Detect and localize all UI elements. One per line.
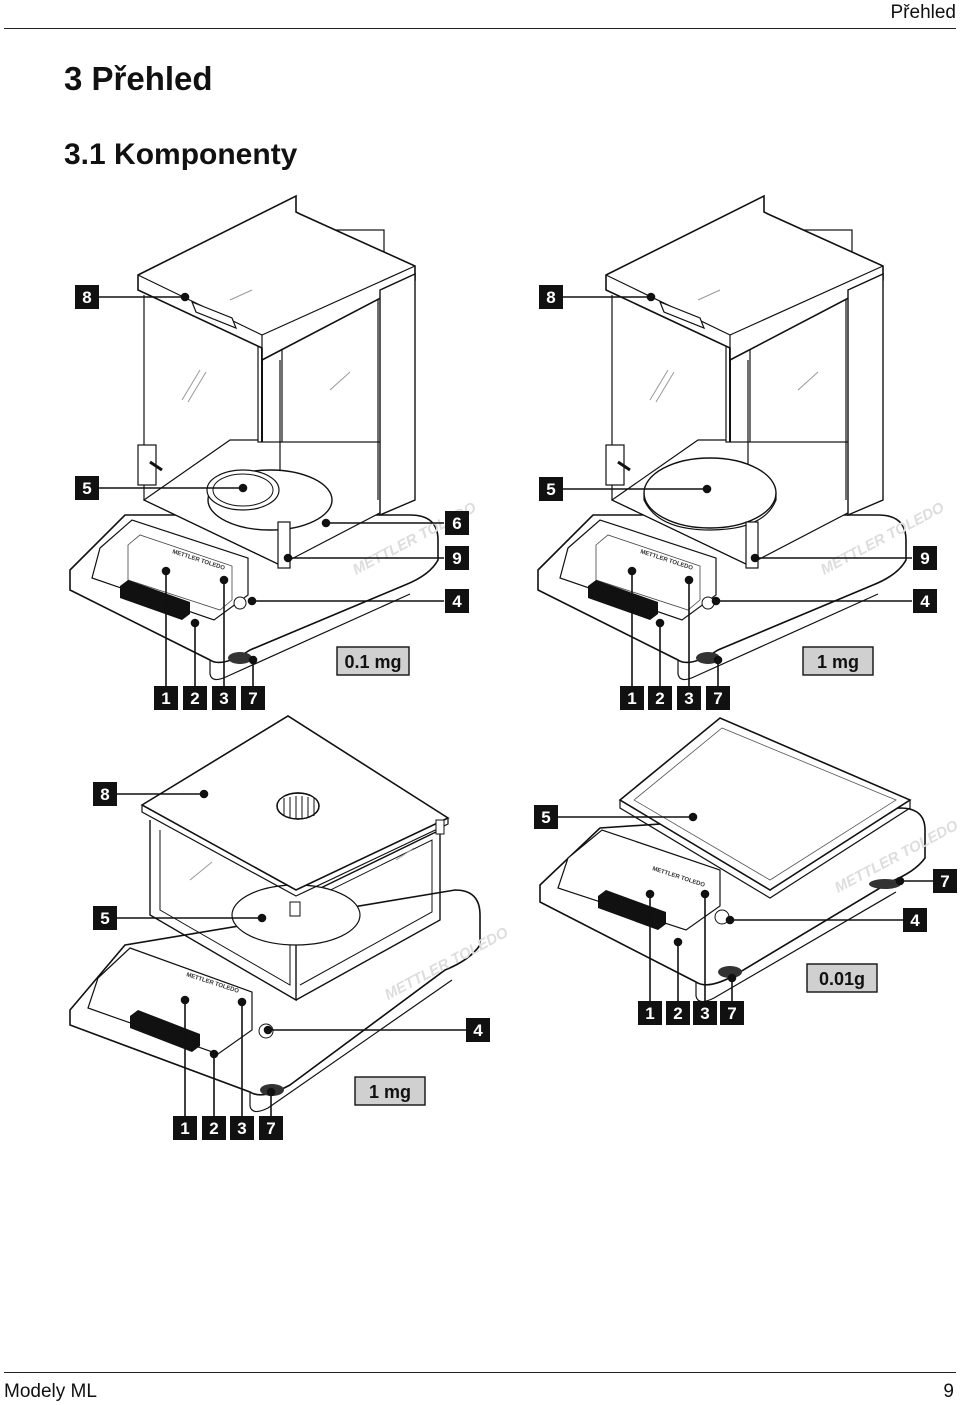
leader-lines: [98, 292, 933, 1116]
callout-2: 2: [648, 686, 672, 710]
figure-1-balance-0-1mg: [69, 194, 481, 681]
svg-text:5: 5: [541, 808, 550, 827]
callout-5: 5: [534, 805, 558, 829]
svg-text:9: 9: [452, 549, 461, 568]
svg-text:7: 7: [248, 689, 257, 708]
resolution-label: 0.01g: [806, 963, 878, 993]
svg-text:7: 7: [713, 689, 722, 708]
callout-3: 3: [230, 1116, 254, 1140]
figure-2-balance-1mg: [537, 194, 949, 681]
callout-3: 3: [677, 686, 701, 710]
svg-text:1 mg: 1 mg: [369, 1082, 411, 1102]
svg-text:8: 8: [82, 288, 91, 307]
page-title: 3 Přehled: [64, 60, 213, 97]
svg-text:9: 9: [920, 549, 929, 568]
section-title: 3.1 Komponenty: [64, 138, 298, 171]
svg-text:1 mg: 1 mg: [817, 652, 859, 672]
callout-7: 7: [241, 686, 265, 710]
header-rule: [4, 28, 956, 29]
callout-5: 5: [75, 476, 99, 500]
svg-text:1: 1: [645, 1004, 654, 1023]
callout-4: 4: [466, 1018, 490, 1042]
callout-4: 4: [445, 589, 469, 613]
callout-1: 1: [173, 1116, 197, 1140]
svg-text:6: 6: [452, 514, 461, 533]
callout-7: 7: [720, 1001, 744, 1025]
callout-3: 3: [212, 686, 236, 710]
callout-8: 8: [539, 285, 563, 309]
callout-7: 7: [259, 1116, 283, 1140]
callout-1: 1: [154, 686, 178, 710]
callout-8: 8: [93, 782, 117, 806]
callout-2: 2: [202, 1116, 226, 1140]
footer-model: Modely ML: [4, 1381, 97, 1402]
callout-1: 1: [620, 686, 644, 710]
svg-text:0.01g: 0.01g: [819, 969, 865, 989]
svg-text:5: 5: [100, 909, 109, 928]
svg-text:1: 1: [627, 689, 636, 708]
callout-8: 8: [75, 285, 99, 309]
figure-3-balance-1mg: [69, 715, 513, 1113]
svg-text:3: 3: [237, 1119, 246, 1138]
svg-text:7: 7: [940, 872, 949, 891]
page-number: 9: [943, 1381, 954, 1402]
svg-text:7: 7: [266, 1119, 275, 1138]
callout-2: 2: [666, 1001, 690, 1025]
resolution-label: 1 mg: [802, 646, 874, 676]
svg-text:3: 3: [219, 689, 228, 708]
callout-3: 3: [693, 1001, 717, 1025]
resolution-label: 0.1 mg: [336, 646, 410, 676]
callout-5: 5: [93, 906, 117, 930]
svg-text:2: 2: [190, 689, 199, 708]
callout-7: 7: [706, 686, 730, 710]
svg-text:2: 2: [673, 1004, 682, 1023]
resolution-label: 1 mg: [354, 1076, 426, 1106]
svg-text:1: 1: [180, 1119, 189, 1138]
callout-9: 9: [445, 546, 469, 570]
callout-5: 5: [539, 477, 563, 501]
callout-6: 6: [445, 511, 469, 535]
svg-text:8: 8: [100, 785, 109, 804]
svg-text:7: 7: [727, 1004, 736, 1023]
svg-text:8: 8: [546, 288, 555, 307]
callout-4: 4: [903, 908, 927, 932]
figure-4-balance-0-01g: [539, 717, 960, 1003]
svg-text:4: 4: [473, 1021, 483, 1040]
callout-1: 1: [638, 1001, 662, 1025]
callout-7: 7: [933, 869, 957, 893]
svg-text:1: 1: [161, 689, 170, 708]
svg-text:0.1 mg: 0.1 mg: [344, 652, 401, 672]
svg-text:4: 4: [920, 592, 930, 611]
callout-9: 9: [913, 546, 937, 570]
running-header: Přehled: [890, 2, 957, 23]
svg-text:5: 5: [82, 479, 91, 498]
svg-text:4: 4: [452, 592, 462, 611]
svg-text:5: 5: [546, 480, 555, 499]
footer-rule: [4, 1372, 956, 1373]
svg-text:2: 2: [209, 1119, 218, 1138]
callout-4: 4: [913, 589, 937, 613]
svg-text:3: 3: [700, 1004, 709, 1023]
callout-2: 2: [183, 686, 207, 710]
svg-text:4: 4: [910, 911, 920, 930]
svg-text:3: 3: [684, 689, 693, 708]
svg-text:2: 2: [655, 689, 664, 708]
